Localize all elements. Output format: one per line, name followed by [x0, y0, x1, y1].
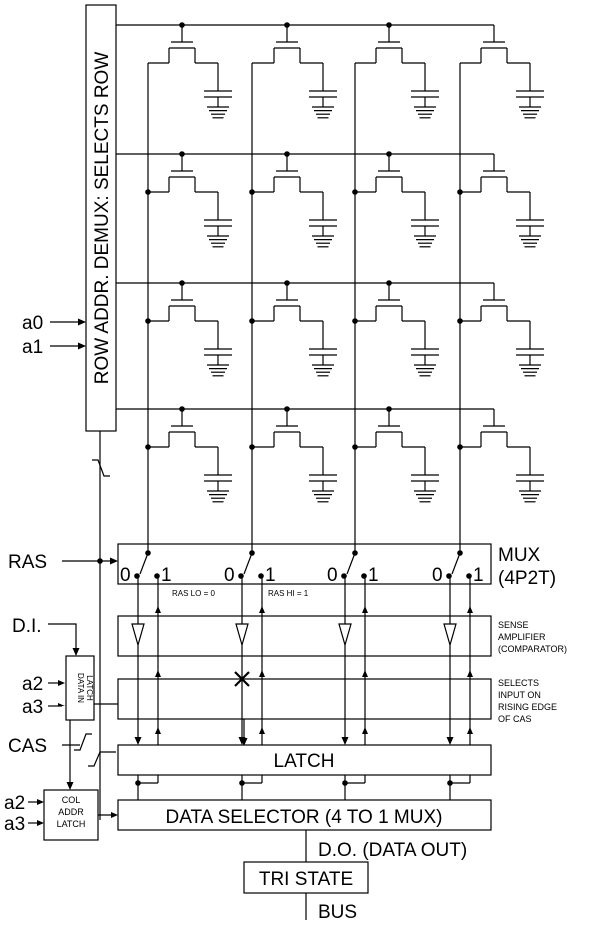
memory-cell: [457, 154, 544, 248]
memory-cell: [457, 409, 544, 503]
ras-hi-label: RAS HI = 1: [268, 589, 309, 598]
memory-cell: [145, 280, 232, 377]
selects-label-1: SELECTS: [498, 678, 539, 688]
col-addr-latch: COL ADDR LATCH a2 a3: [4, 789, 118, 841]
a0-label: a0: [22, 313, 43, 334]
mux-box: MUX (4P2T) RAS LO = 0 RAS HI = 1: [117, 543, 556, 598]
memory-cell: [460, 25, 544, 119]
data-out-label: D.O. (DATA OUT): [318, 840, 467, 861]
memory-cell: [352, 280, 439, 377]
input-selector-row: SELECTS INPUT ON RISING EDGE OF CAS: [117, 671, 557, 724]
selects-label-4: OF CAS: [498, 714, 532, 724]
memory-cell: [249, 151, 337, 248]
sense-amplifiers: [131, 623, 457, 648]
selects-label-3: RISING EDGE: [498, 702, 557, 712]
data-selector-label: DATA SELECTOR (4 TO 1 MUX): [166, 807, 443, 828]
cas-signal: CAS: [8, 720, 116, 790]
sense-label-3: (COMPARATOR): [498, 644, 567, 654]
col-latch-label-1: COL: [62, 795, 81, 805]
ras-label: RAS: [8, 552, 47, 573]
memory-cell: [148, 22, 232, 119]
a3-col-label: a3: [4, 814, 25, 835]
data-output: D.O. (DATA OUT) TRI STATE BUS: [243, 830, 467, 923]
mux-zero-label: 0: [224, 565, 235, 586]
mux-title: MUX: [498, 545, 541, 566]
data-in-latch-label-1: DATA IN: [76, 673, 85, 703]
memory-cell: [145, 151, 232, 248]
ras-lo-label: RAS LO = 0: [172, 589, 215, 598]
a2-left-label: a2: [22, 674, 43, 695]
mux-one-label: 1: [265, 565, 276, 586]
a3-left-label: a3: [22, 697, 43, 718]
row-demux: ROW ADDR. DEMUX: SELECTS ROW: [85, 4, 117, 432]
tri-state-label: TRI STATE: [259, 869, 353, 890]
mux-zero-label: 0: [327, 565, 338, 586]
memory-cell: [145, 406, 232, 503]
memory-cell: [355, 22, 439, 119]
sense-amplifier-row: SENSE AMPLIFIER (COMPARATOR): [117, 615, 567, 657]
mux-one-label: 1: [473, 565, 484, 586]
a2-col-label: a2: [4, 793, 25, 814]
latch-label: LATCH: [274, 751, 335, 772]
data-in-latch: D.I. DATA IN LATCH a2 a3: [12, 616, 248, 746]
a1-label: a1: [22, 337, 43, 358]
mux-subtitle: (4P2T): [498, 568, 556, 589]
memory-cell: [352, 151, 439, 248]
column-wiring: [134, 578, 473, 800]
data-selector: DATA SELECTOR (4 TO 1 MUX): [117, 799, 492, 831]
ras-signal: RAS: [8, 431, 118, 820]
row-demux-label: ROW ADDR. DEMUX: SELECTS ROW: [92, 52, 113, 385]
mux-zero-label: 0: [120, 565, 131, 586]
selects-label-2: INPUT ON: [498, 690, 541, 700]
col-latch-label-3: LATCH: [57, 819, 86, 829]
di-label: D.I.: [12, 616, 42, 637]
mux-zero-label: 0: [432, 565, 443, 586]
memory-cell: [457, 283, 544, 377]
latch-row: LATCH: [117, 744, 492, 776]
memory-cell: [352, 406, 439, 503]
memory-cell: [252, 22, 337, 119]
mux-one-label: 1: [161, 565, 172, 586]
data-in-latch-label-2: LATCH: [85, 675, 94, 701]
col-latch-label-2: ADDR: [58, 807, 84, 817]
cas-label: CAS: [8, 736, 47, 757]
memory-cell: [249, 280, 337, 377]
sense-label-2: AMPLIFIER: [498, 632, 546, 642]
mux-one-label: 1: [368, 565, 379, 586]
row-address-inputs: a0 a1: [22, 313, 86, 358]
memory-cell-array: [116, 22, 544, 548]
sense-label-1: SENSE: [498, 620, 529, 630]
memory-cell: [249, 406, 337, 503]
bus-label: BUS: [318, 902, 357, 923]
